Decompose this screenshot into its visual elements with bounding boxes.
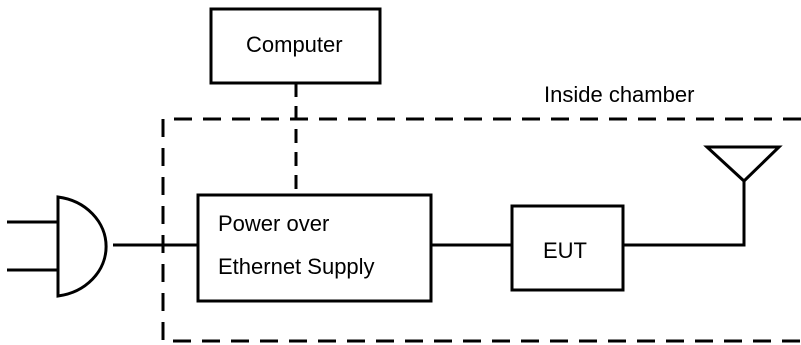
- poe-supply-label-line2: Ethernet Supply: [218, 254, 375, 279]
- antenna-icon: [703, 145, 783, 184]
- ac-plug-icon: [7, 195, 108, 298]
- chamber-label: Inside chamber: [544, 82, 694, 107]
- chamber-boundary: [161, 117, 801, 343]
- eut-to-antenna-cable: [623, 180, 746, 247]
- eut-box: [510, 204, 625, 292]
- poe-supply-box: [196, 193, 433, 303]
- computer-label: Computer: [246, 32, 343, 57]
- poe-supply-label-line1: Power over: [218, 211, 329, 236]
- eut-label: EUT: [543, 238, 587, 263]
